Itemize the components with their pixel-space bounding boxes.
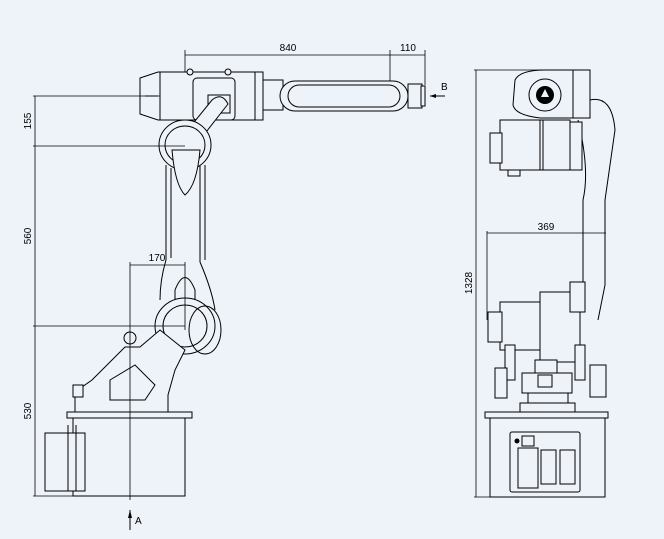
lower-assembly [484, 281, 609, 498]
dim-total-height-label: 1328 [464, 271, 475, 294]
dim-shoulder-offset-label: 170 [149, 253, 166, 264]
dim-width-label: 369 [538, 222, 555, 233]
dim-forearm-offset-label: 155 [23, 112, 34, 129]
elbow-joint [158, 119, 212, 196]
vertical-dimensions: 155 560 530 [23, 95, 185, 497]
view-marker-b: B [441, 82, 448, 93]
wrist-head [512, 69, 591, 119]
upper-motor [489, 119, 583, 177]
side-view: 840 110 B [23, 43, 448, 530]
view-marker-a: A [135, 516, 142, 527]
dim-wrist-offset-label: 110 [400, 43, 416, 54]
dim-upper-arm-label: 560 [23, 227, 34, 244]
base [44, 329, 193, 497]
dim-reach-label: 840 [280, 43, 297, 54]
dim-base-height-label: 530 [23, 402, 34, 419]
front-view: 1328 369 [464, 69, 616, 498]
forearm: B [139, 68, 448, 121]
reach-dimension: 840 110 [184, 43, 426, 96]
